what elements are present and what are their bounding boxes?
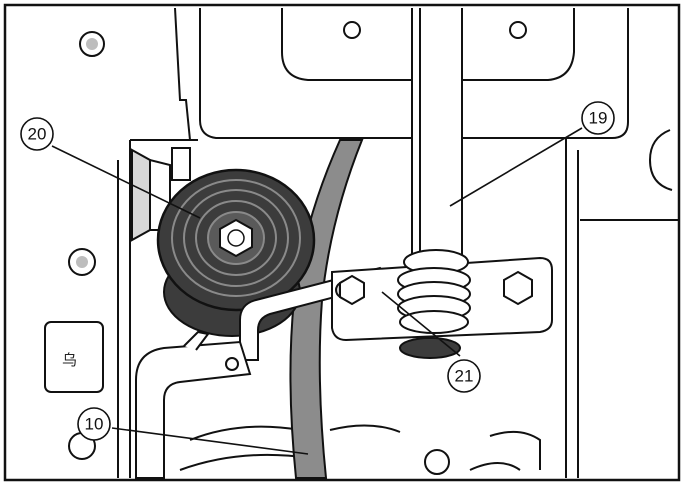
leader-19 bbox=[449, 127, 583, 207]
callout-label: 19 bbox=[589, 109, 608, 128]
callout-label: 21 bbox=[455, 367, 474, 386]
leader-21 bbox=[381, 291, 461, 357]
leader-lines bbox=[51, 127, 583, 455]
mounting-holes bbox=[68, 21, 673, 475]
stamp-plate: 乌 bbox=[44, 321, 104, 393]
callout-21: 21 bbox=[447, 359, 481, 393]
rod bbox=[397, 8, 471, 334]
hex-bolt-left bbox=[339, 274, 365, 306]
chassis-plate bbox=[117, 7, 679, 478]
hook-bracket bbox=[135, 330, 252, 479]
callout-label: 10 bbox=[85, 415, 104, 434]
hex-bolt-right bbox=[503, 270, 533, 306]
idler-pulley bbox=[156, 168, 316, 337]
leader-20 bbox=[51, 145, 201, 219]
callout-10: 10 bbox=[77, 407, 111, 441]
left-bracket bbox=[131, 147, 191, 242]
callout-20: 20 bbox=[20, 117, 54, 151]
stamp-label: 乌 bbox=[62, 351, 77, 369]
callout-label: 20 bbox=[28, 125, 47, 144]
leader-10 bbox=[111, 427, 309, 455]
callout-19: 19 bbox=[581, 101, 615, 135]
